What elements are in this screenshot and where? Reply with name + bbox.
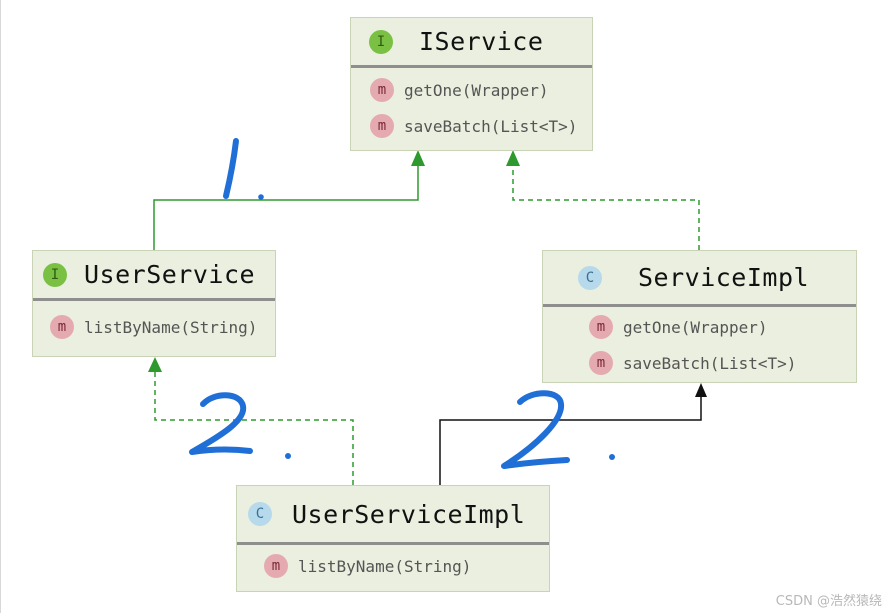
arrowhead-serviceimpl bbox=[695, 383, 707, 397]
arrowhead-userservice bbox=[148, 357, 162, 372]
edge-userserviceimpl-to-userservice bbox=[154, 372, 354, 485]
method-label: listByName(String) bbox=[298, 556, 472, 576]
method-row: m getOne(Wrapper) bbox=[370, 72, 592, 108]
userservice-box[interactable]: I UserService m listByName(String) bbox=[32, 250, 276, 357]
arrowhead-iservice-left bbox=[411, 150, 425, 166]
userserviceimpl-box[interactable]: C UserServiceImpl m listByName(String) bbox=[236, 485, 550, 592]
method-icon: m bbox=[370, 114, 394, 138]
userservice-header: I UserService bbox=[33, 251, 275, 301]
iservice-header: I IService bbox=[351, 18, 592, 68]
serviceimpl-box[interactable]: C ServiceImpl m getOne(Wrapper) m saveBa… bbox=[542, 250, 857, 383]
method-row: m getOne(Wrapper) bbox=[589, 309, 856, 345]
method-row: m saveBatch(List<T>) bbox=[370, 108, 592, 144]
method-row: m saveBatch(List<T>) bbox=[589, 345, 856, 381]
method-icon: m bbox=[589, 315, 613, 339]
watermark: CSDN @浩然猿绕 bbox=[775, 594, 882, 609]
serviceimpl-title: ServiceImpl bbox=[638, 263, 810, 292]
edge-serviceimpl-to-iservice bbox=[512, 166, 700, 250]
interface-icon: I bbox=[369, 29, 393, 54]
arrowhead-iservice-right bbox=[506, 150, 520, 166]
method-icon: m bbox=[589, 351, 613, 375]
method-label: saveBatch(List<T>) bbox=[404, 116, 578, 136]
method-label: listByName(String) bbox=[84, 317, 258, 337]
class-icon: C bbox=[578, 265, 602, 290]
method-label: getOne(Wrapper) bbox=[623, 317, 768, 337]
iservice-box[interactable]: I IService m getOne(Wrapper) m saveBatch… bbox=[350, 17, 593, 151]
userservice-title: UserService bbox=[84, 260, 256, 289]
method-label: getOne(Wrapper) bbox=[404, 80, 549, 100]
interface-icon: I bbox=[43, 262, 67, 287]
edge-userservice-to-iservice bbox=[153, 166, 419, 250]
iservice-title: IService bbox=[419, 27, 544, 56]
method-icon: m bbox=[50, 315, 74, 339]
serviceimpl-header: C ServiceImpl bbox=[543, 251, 856, 307]
handwriting-annotation-2-right bbox=[501, 390, 615, 469]
handwriting-annotation-2-left bbox=[189, 392, 291, 459]
handwriting-annotation-1 bbox=[223, 138, 264, 200]
edge-userserviceimpl-to-serviceimpl bbox=[439, 397, 702, 485]
method-row: m listByName(String) bbox=[264, 548, 549, 584]
method-icon: m bbox=[264, 554, 288, 578]
userserviceimpl-title: UserServiceImpl bbox=[292, 499, 526, 529]
userserviceimpl-header: C UserServiceImpl bbox=[237, 486, 549, 545]
method-icon: m bbox=[370, 78, 394, 102]
method-label: saveBatch(List<T>) bbox=[623, 353, 797, 373]
class-icon: C bbox=[248, 502, 272, 526]
method-row: m listByName(String) bbox=[50, 309, 275, 345]
left-edge-line bbox=[0, 0, 1, 613]
